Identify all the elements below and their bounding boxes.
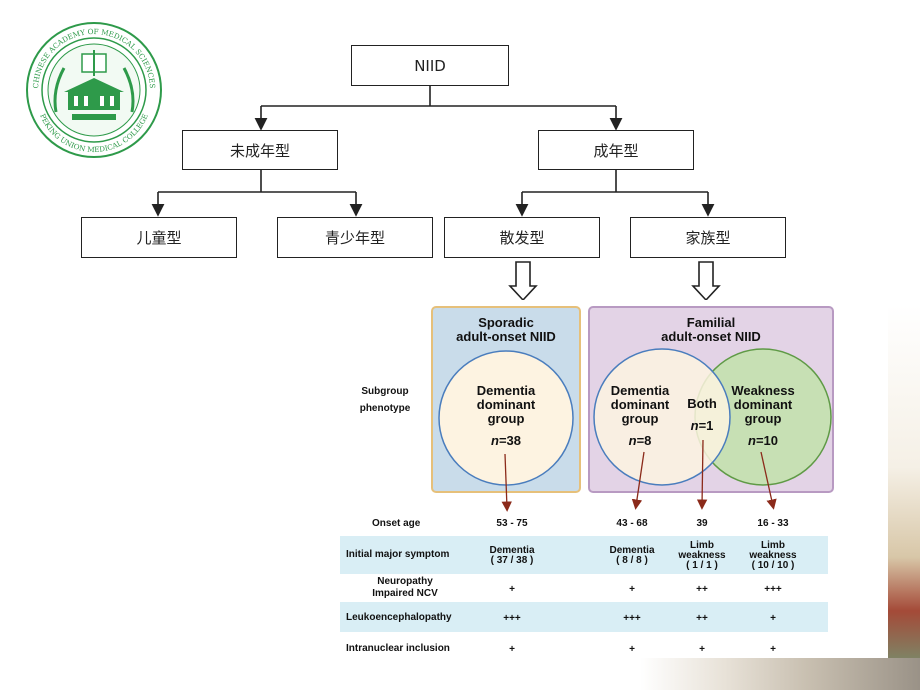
cell: + bbox=[509, 644, 515, 655]
cell: +++ bbox=[623, 613, 641, 624]
cell: + bbox=[770, 644, 776, 655]
cell: ++ bbox=[696, 584, 708, 595]
node-niid: NIID bbox=[351, 45, 509, 86]
node-minor-type: 未成年型 bbox=[182, 130, 338, 170]
row-label: Neuropathy Impaired NCV bbox=[372, 576, 438, 599]
sporadic-title-line2: adult-onset NIID bbox=[456, 329, 556, 344]
table-row-band bbox=[340, 536, 828, 574]
cell: Dementia ( 37 / 38 ) bbox=[489, 545, 535, 566]
building-photo bbox=[888, 305, 920, 665]
row-label: Initial major symptom bbox=[346, 549, 450, 560]
familial-title-line1: Familial bbox=[686, 315, 736, 330]
node-familial-type: 家族型 bbox=[630, 217, 786, 258]
subgroup-label-line1: Subgroup bbox=[361, 386, 409, 397]
footer-photo bbox=[640, 658, 920, 690]
familial-dementia-circle bbox=[593, 348, 731, 486]
subgroup-label-line2: phenotype bbox=[359, 403, 411, 414]
sporadic-title-line1: Sporadic bbox=[478, 315, 534, 330]
cell: Limb weakness ( 1 / 1 ) bbox=[678, 540, 726, 571]
cell: +++ bbox=[503, 613, 521, 624]
node-adult-type: 成年型 bbox=[538, 130, 694, 170]
cell: 39 bbox=[696, 518, 708, 529]
cell: + bbox=[629, 584, 635, 595]
logo-seal-icon: CHINESE ACADEMY OF MEDICAL SCIENCES PEKI… bbox=[26, 22, 162, 158]
cell: + bbox=[699, 644, 705, 655]
group-familial-both: Both n=1 bbox=[687, 396, 717, 433]
table-row-band bbox=[340, 602, 828, 632]
row-label: Leukoencephalopathy bbox=[346, 612, 452, 623]
node-adolescent-type: 青少年型 bbox=[277, 217, 433, 258]
cell: + bbox=[629, 644, 635, 655]
row-label: Intranuclear inclusion bbox=[346, 643, 450, 654]
cell: +++ bbox=[764, 584, 782, 595]
cell: 16 - 33 bbox=[757, 518, 789, 529]
cell: 43 - 68 bbox=[616, 518, 648, 529]
row-label: Onset age bbox=[372, 518, 421, 529]
cell: ++ bbox=[696, 613, 708, 624]
institution-logo: CHINESE ACADEMY OF MEDICAL SCIENCES PEKI… bbox=[24, 20, 164, 160]
node-sporadic-type: 散发型 bbox=[444, 217, 600, 258]
cell: + bbox=[770, 613, 776, 624]
cell: 53 - 75 bbox=[496, 518, 528, 529]
cell: Dementia ( 8 / 8 ) bbox=[609, 545, 655, 566]
cell: + bbox=[509, 584, 515, 595]
node-child-type: 儿童型 bbox=[81, 217, 237, 258]
familial-title-line2: adult-onset NIID bbox=[661, 329, 761, 344]
cell: Limb weakness ( 10 / 10 ) bbox=[749, 540, 797, 571]
